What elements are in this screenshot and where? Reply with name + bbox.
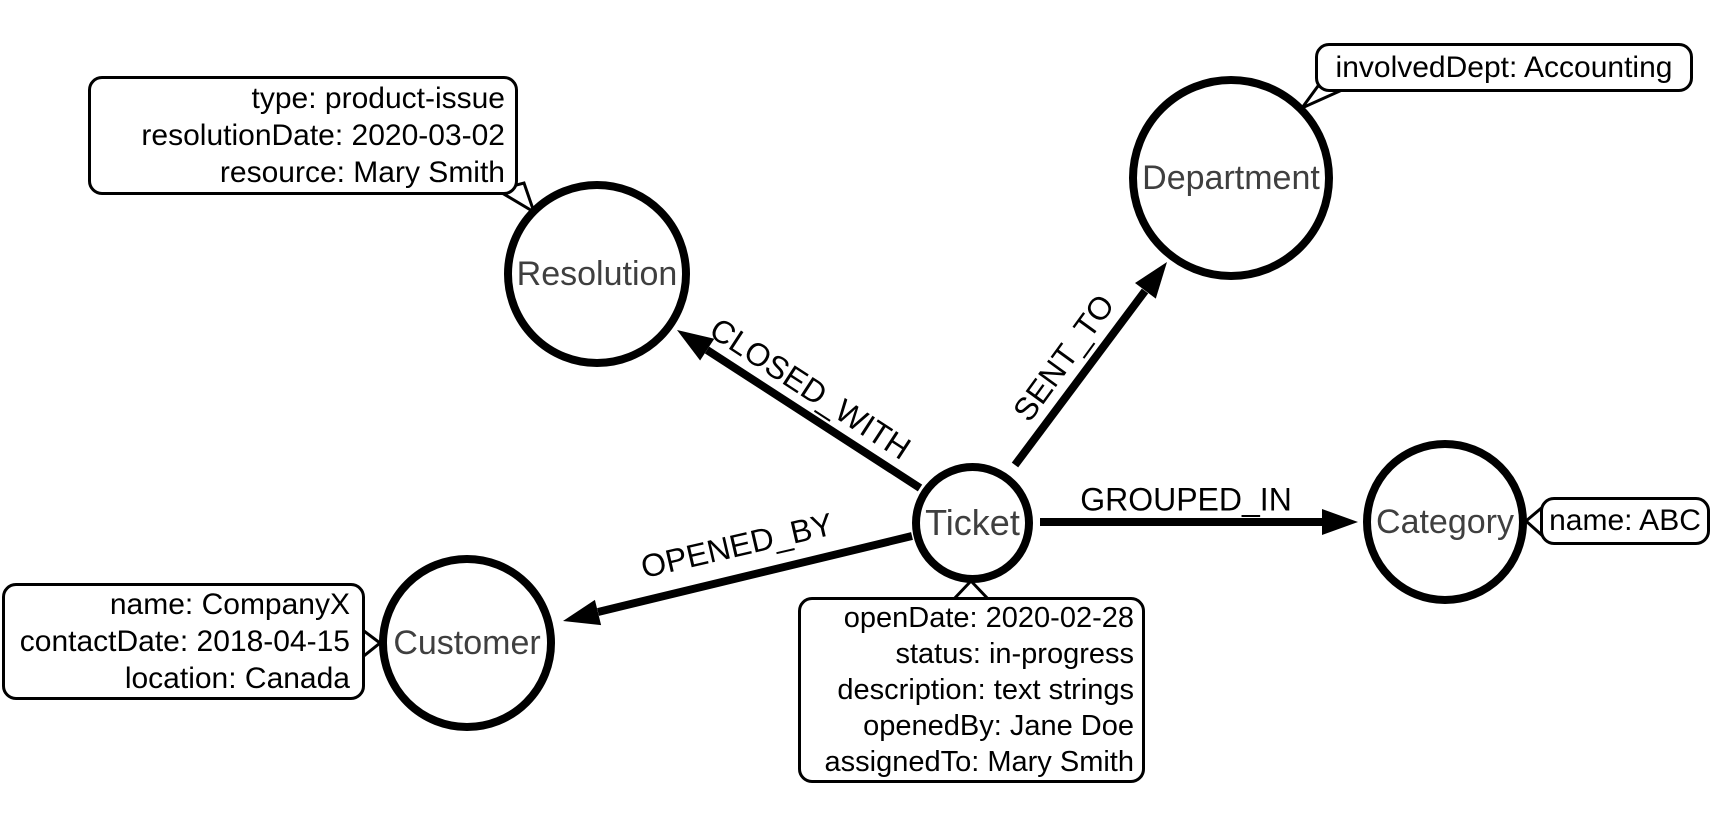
node-department-label: Department — [1142, 158, 1320, 197]
property-line: assignedTo: Mary Smith — [824, 746, 1134, 778]
property-line: resource: Mary Smith — [219, 156, 505, 189]
property-line: description: text strings — [837, 674, 1134, 706]
property-line: openedBy: Jane Doe — [863, 710, 1134, 742]
sent-to-arrow-line — [1011, 288, 1149, 468]
node-customer-label: Customer — [393, 623, 541, 662]
closed-with-arrow — [677, 330, 923, 492]
property-line: openDate: 2020-02-28 — [843, 602, 1134, 634]
closed-with-arrow-line — [704, 346, 923, 492]
node-resolution: Resolution — [504, 181, 690, 367]
property-line: involvedDept: Accounting — [1335, 51, 1673, 84]
customer-properties-callout: name: CompanyX contactDate: 2018-04-15 l… — [2, 583, 365, 700]
property-line: location: Canada — [124, 662, 350, 695]
property-line: contactDate: 2018-04-15 — [19, 625, 350, 658]
node-customer: Customer — [379, 555, 555, 731]
sent-to-arrowhead — [1135, 262, 1167, 299]
opened-by-arrowhead — [563, 599, 602, 626]
property-line: name: CompanyX — [109, 588, 350, 621]
resolution-properties-callout: type: product-issue resolutionDate: 2020… — [88, 76, 518, 195]
property-line: name: ABC — [1549, 504, 1701, 537]
closed-with-arrowhead — [677, 330, 715, 361]
category-properties-callout: name: ABC — [1540, 497, 1710, 545]
node-ticket: Ticket — [912, 463, 1033, 583]
sent-to-arrow — [1011, 262, 1167, 468]
relationship-label-grouped-in: GROUPED_IN — [1080, 481, 1292, 518]
grouped-in-arrow — [1040, 509, 1358, 535]
property-line: type: product-issue — [251, 82, 505, 115]
opened-by-arrow-line — [597, 532, 913, 616]
grouped-in-arrowhead — [1322, 509, 1358, 535]
node-category: Category — [1363, 440, 1527, 604]
opened-by-arrow — [563, 532, 913, 626]
property-line: status: in-progress — [895, 638, 1134, 670]
node-category-label: Category — [1376, 502, 1514, 541]
node-resolution-label: Resolution — [516, 254, 678, 293]
department-properties-callout: involvedDept: Accounting — [1315, 43, 1693, 92]
node-ticket-label: Ticket — [925, 502, 1020, 543]
ticket-properties-callout: openDate: 2020-02-28 status: in-progress… — [798, 597, 1145, 783]
property-line: resolutionDate: 2020-03-02 — [141, 119, 505, 152]
node-department: Department — [1129, 76, 1333, 280]
